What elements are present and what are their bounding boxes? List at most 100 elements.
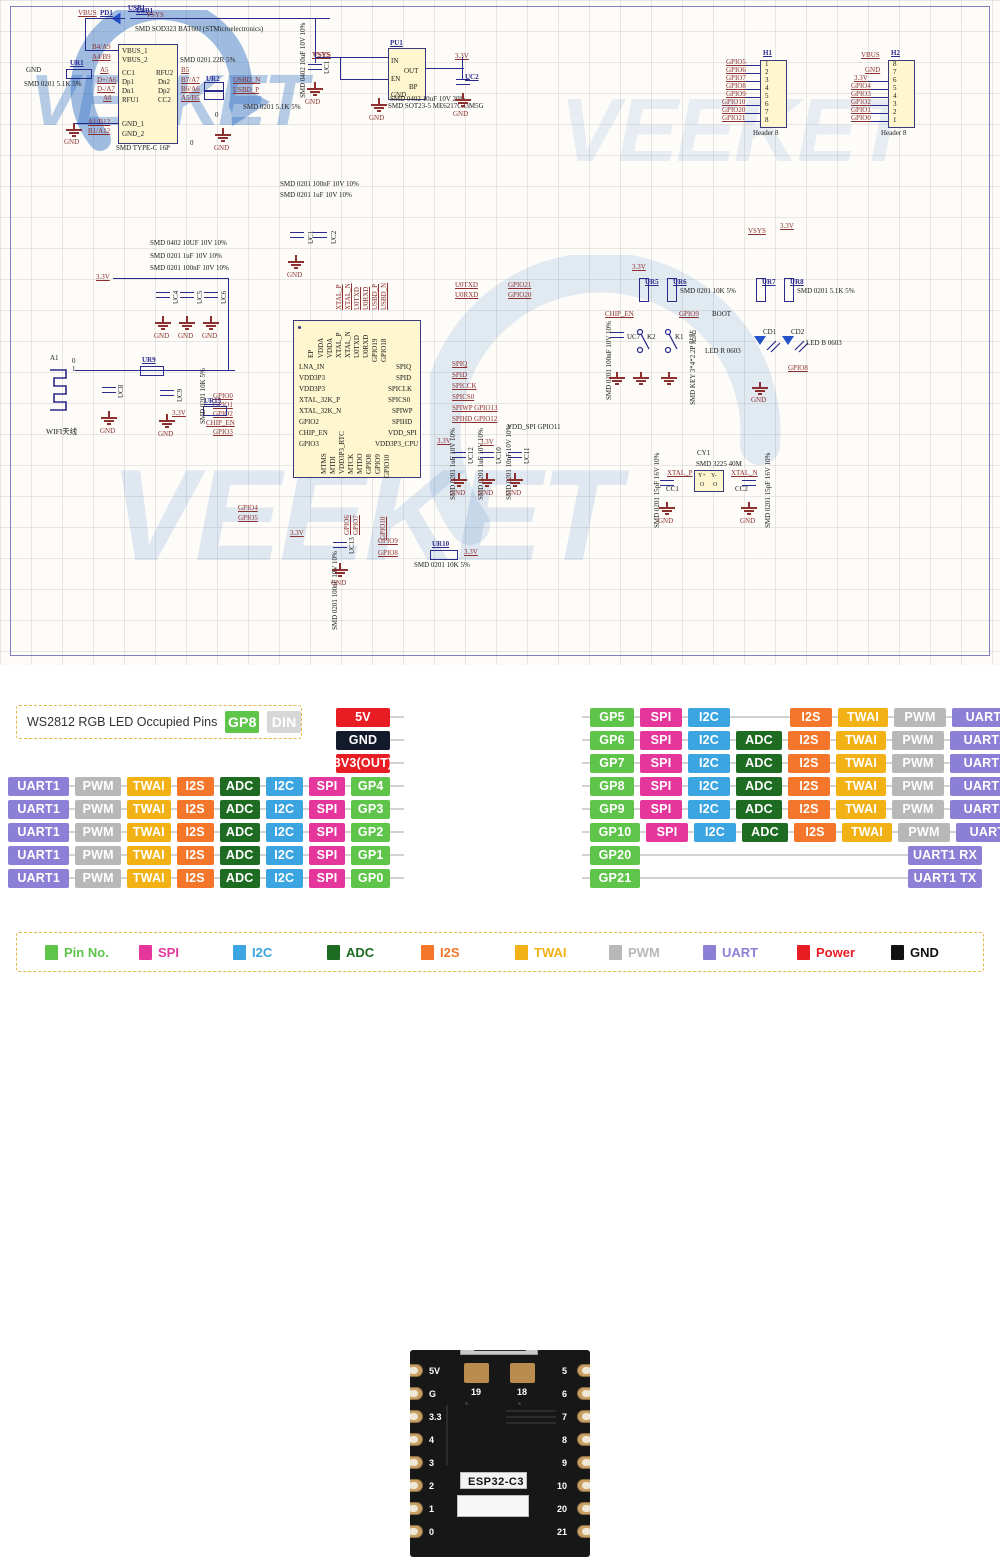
pin-connector (259, 785, 266, 787)
uc6-capacitor (204, 290, 218, 302)
uc1-top-ref: UC1 (307, 230, 315, 244)
gnd-text-led: GND (751, 396, 767, 404)
mcu-net-spics0: SPICS0 (452, 393, 475, 401)
wire-33v-down (228, 278, 230, 370)
gnd-text-vsys: GND (305, 98, 321, 106)
pin-connector (259, 808, 266, 810)
mcu-net-u0rxd: U0RXD (362, 286, 370, 310)
wire-vsys-top (130, 18, 330, 20)
header2-title: Header 8 (881, 129, 907, 137)
usb-net-b6a6: B6/A6 (181, 85, 200, 93)
pin-connector (259, 854, 266, 856)
header1-pin-3: 4 (765, 84, 769, 92)
header1-net-7: GPIO21 (722, 114, 746, 122)
uc5-capacitor (180, 290, 194, 302)
tag-adc: ADC (219, 799, 260, 819)
pin-connector (892, 831, 898, 833)
uc4-capacitor (156, 290, 170, 302)
pin-connector (788, 831, 794, 833)
pin-lead-line (582, 831, 590, 833)
wire-33v-rail (113, 278, 229, 280)
pin-lead-line (582, 716, 590, 718)
pin-row-right: GP7SPII2CADCI2STWAIPWMUART1 (582, 753, 1000, 773)
gnd-symbol-spi1 (451, 473, 467, 487)
mcu-net-spicck: SPICCK (452, 382, 477, 390)
header1-pin-6: 7 (765, 108, 769, 116)
gnd-symbol-vsys (307, 82, 323, 96)
tag-adc: ADC (736, 753, 782, 773)
usb-net-a8: A8 (103, 94, 112, 102)
pin-connector (213, 831, 220, 833)
board-pad-left-7 (410, 1525, 423, 1538)
ur8-ref: UR8 (790, 278, 804, 286)
gnd-symbol-spi2 (479, 473, 495, 487)
uc2-top-ref: UC2 (330, 230, 338, 244)
board-right-label-5: 10 (557, 1481, 568, 1491)
header1-net-5: GPIO10 (722, 98, 746, 106)
pin-lead-line (390, 831, 404, 833)
mcu-net-usbdn: USBD_N (380, 282, 388, 310)
pin-connector (784, 716, 790, 718)
pin-connector (345, 831, 352, 833)
zero-ohm-2: 0 (215, 111, 219, 119)
tag-adc: ADC (736, 730, 782, 750)
usb-net-a4b9: A4/B9 (92, 53, 111, 61)
tag-uart1: UART1 (950, 799, 1000, 819)
ur15-desc: SMD 0201 10K 5% (199, 368, 207, 424)
net-vsys-top: VSYS (146, 11, 164, 19)
tag-uart1: UART1 (8, 776, 70, 796)
tag-uart1: UART1 (8, 822, 70, 842)
led-net-gpio8: GPIO8 (788, 364, 808, 372)
uc1-desc: SMD 0402 10uF 10V 10% (299, 22, 307, 98)
board-left-label-5: 2 (429, 1481, 435, 1491)
pin-lead-line (390, 808, 404, 810)
legend-label: PWM (628, 944, 660, 960)
board-trace-3 (506, 1416, 556, 1418)
tag-spi: SPI (640, 730, 682, 750)
pin-lead-line (582, 854, 590, 856)
pin-badge-gp5: GP5 (590, 707, 634, 727)
pin-connector (782, 808, 788, 810)
tag-i2s: I2S (176, 868, 214, 888)
ur5-resistor (639, 278, 649, 302)
header2-wire-5 (858, 105, 888, 107)
board-pad-18 (510, 1363, 535, 1383)
tag-spi: SPI (646, 822, 688, 842)
pin-connector (946, 716, 952, 718)
pin-connector (944, 808, 950, 810)
tag-twai: TWAI (842, 822, 892, 842)
mcu-bottom-pin-2: VDD3P3_RTC (338, 431, 346, 474)
legend-item-adc: ADC (327, 944, 374, 960)
k2-ref: K2 (647, 333, 656, 341)
tag-spi: SPI (640, 707, 682, 727)
gnd-text-uc13: GND (331, 579, 347, 587)
tag-i2s: I2S (788, 776, 830, 796)
net-vsys-cap: VSYS (312, 51, 330, 59)
header1-pin-7: 8 (765, 116, 769, 124)
antenna-ref: A1 (50, 354, 59, 362)
mcu-net-gpio2: GPIO2 (213, 410, 233, 418)
pin-lead-line (390, 762, 404, 764)
gnd-symbol-ldo (371, 98, 387, 112)
net-usbd-p: USBD_P (233, 86, 260, 94)
gnd-text-spi2: GND (478, 489, 494, 497)
pin-badge-gp7: GP7 (590, 753, 634, 773)
board-right-label-3: 8 (562, 1435, 568, 1445)
usb-net-a1b12: A1/B12 (88, 118, 111, 126)
board-pad-right-4 (577, 1456, 590, 1469)
header2-wire-2 (858, 81, 888, 83)
gnd-symbol-d2 (179, 316, 195, 330)
legend-label: TWAI (534, 944, 567, 960)
pin-connector (69, 854, 76, 856)
mcu-net-xtaln: XTAL_N (344, 283, 352, 310)
pin-connector (345, 854, 352, 856)
pin-connector (120, 808, 127, 810)
tag-pwm: PWM (894, 707, 946, 727)
ldo-pin-out: OUT (404, 67, 419, 75)
zero-ohm-1: 0 (190, 139, 194, 147)
legend-swatch (327, 944, 340, 960)
tag-spi: SPI (640, 776, 682, 796)
gnd-symbol-ant1 (101, 411, 117, 425)
